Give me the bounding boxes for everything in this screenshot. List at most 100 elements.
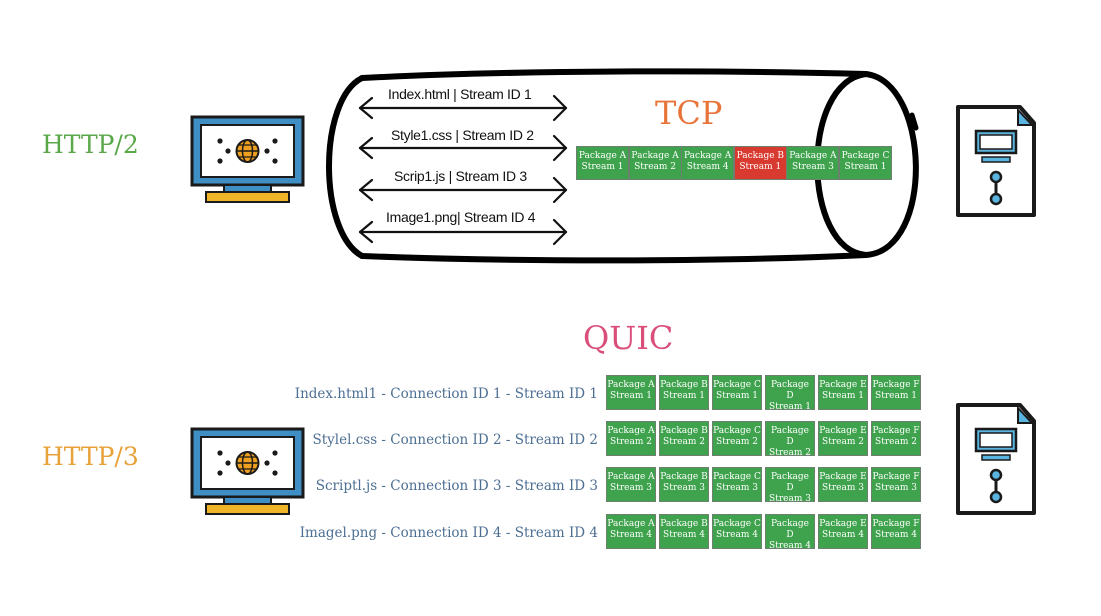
packet-stream: Stream 1 [769, 402, 811, 412]
quic-stream-label: Index.html1 - Connection ID 1 - Stream I… [294, 386, 598, 402]
packet-stream: Stream 4 [610, 530, 652, 540]
server-document-icon [956, 105, 1036, 217]
packet-name: Package D [771, 472, 809, 493]
packet-name: Package D [771, 426, 809, 447]
packet-stream: Stream 4 [769, 541, 811, 551]
packet-stream: Stream 1 [844, 162, 887, 172]
http2-label: HTTP/2 [42, 130, 139, 159]
packet-stream: Stream 3 [663, 483, 705, 493]
packet-stream: Stream 3 [716, 483, 758, 493]
server-document-icon [956, 403, 1036, 515]
monitor-globe-icon [190, 427, 305, 515]
packet-stream: Stream 1 [822, 391, 864, 401]
packet-stream: Stream 4 [822, 530, 864, 540]
packet-stream: Stream 1 [716, 391, 758, 401]
packet-name: Package A [607, 519, 655, 529]
packet-name: Package C [713, 426, 761, 436]
packet-stream: Stream 4 [686, 162, 729, 172]
quic-title: QUIC [583, 319, 674, 357]
packet-name: Package A [789, 151, 837, 161]
tcp-stream-label: Scrip1.js | Stream ID 3 [394, 168, 527, 184]
tcp-stream-label: Index.html | Stream ID 1 [388, 86, 532, 102]
packet-stream: Stream 3 [875, 483, 917, 493]
packet-name: Package E [819, 472, 867, 482]
monitor-globe-icon [190, 115, 305, 203]
packet-name: Package A [684, 151, 732, 161]
packet-name: Package B [736, 151, 785, 161]
packet-stream: Stream 2 [875, 437, 917, 447]
packet-stream: Stream 4 [663, 530, 705, 540]
packet-stream: Stream 2 [716, 437, 758, 447]
packet-name: Package C [713, 472, 761, 482]
packet-stream: Stream 2 [610, 437, 652, 447]
packet-name: Package D [771, 519, 809, 540]
packet-name: Package B [660, 519, 708, 529]
packet-name: Package A [631, 151, 679, 161]
packet-name: Package F [872, 519, 920, 529]
packet-stream: Stream 2 [822, 437, 864, 447]
packet-stream: Stream 3 [769, 494, 811, 504]
packet-name: Package F [872, 426, 920, 436]
packet-stream: Stream 1 [581, 162, 624, 172]
quic-stream-label: Imagel.png - Connection ID 4 - Stream ID… [299, 525, 598, 541]
packet-stream: Stream 1 [875, 391, 917, 401]
packet-stream: Stream 3 [791, 162, 834, 172]
packet-stream: Stream 1 [610, 391, 652, 401]
packet-name: Package F [872, 472, 920, 482]
tcp-stream-label: Image1.png| Stream ID 4 [386, 209, 536, 225]
packet-stream: Stream 2 [663, 437, 705, 447]
packet-name: Package E [819, 519, 867, 529]
packet-stream: Stream 4 [716, 530, 758, 540]
quic-stream-label: Stylel.css - Connection ID 2 - Stream ID… [312, 432, 598, 448]
arrow-stream-1 [358, 94, 568, 122]
tcp-title: TCP [655, 94, 723, 132]
packet-stream: Stream 2 [769, 448, 811, 458]
packet-name: Package F [872, 380, 920, 390]
packet-name: Package A [578, 151, 627, 161]
packet-name: Package A [607, 380, 655, 390]
packet-stream: Stream 2 [634, 162, 677, 172]
packet-name: Package B [660, 426, 708, 436]
packet-name: Package B [660, 472, 708, 482]
tcp-stream-label: Style1.css | Stream ID 2 [391, 127, 534, 143]
packet-stream: Stream 1 [739, 162, 782, 172]
packet-stream: Stream 3 [822, 483, 864, 493]
stream-arrows [358, 94, 568, 246]
arrow-stream-4 [358, 218, 568, 246]
packet-name: Package B [660, 380, 708, 390]
packet-name: Package C [841, 151, 890, 161]
packet-name: Package C [713, 519, 761, 529]
packet-name: Package E [819, 380, 867, 390]
packet-stream: Stream 1 [663, 391, 705, 401]
arrow-stream-2 [358, 134, 568, 162]
packet-name: Package A [607, 472, 655, 482]
packet-name: Package A [607, 426, 655, 436]
